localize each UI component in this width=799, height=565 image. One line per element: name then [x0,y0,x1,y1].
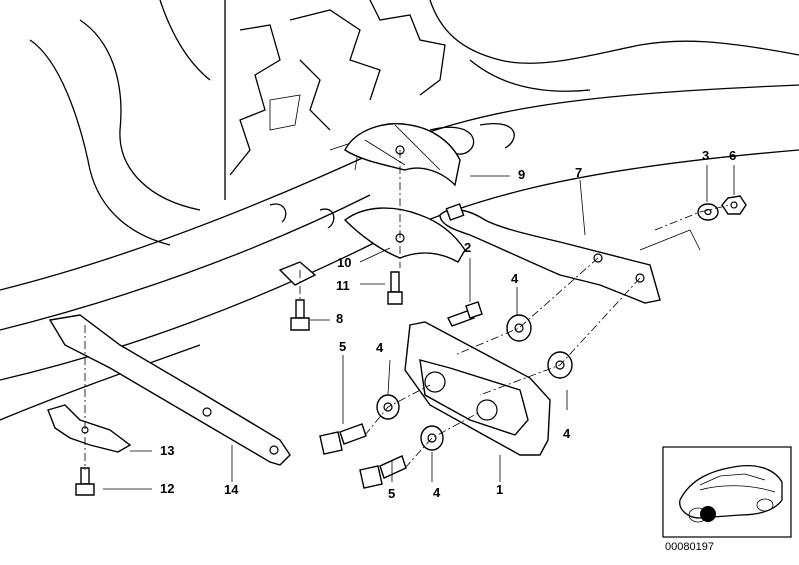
callout-3: 3 [702,148,710,163]
callout-4-b: 4 [376,340,384,355]
bolt-part-2 [447,301,483,327]
callout-4-a: 4 [511,271,519,286]
bracket-strap-part-7 [439,203,701,304]
callout-4-c: 4 [563,426,571,441]
nut-part-6 [721,195,747,215]
callout-7: 7 [575,165,583,180]
bolt-part-8 [290,299,310,331]
leader-lines [103,165,735,490]
callout-9: 9 [518,167,526,182]
callout-1: 1 [496,482,504,497]
bolt-part-11 [387,271,403,305]
bolt-part-5b [359,455,407,489]
callout-6: 6 [729,148,737,163]
callout-10: 10 [337,255,352,270]
callout-12: 12 [160,481,175,496]
callout-4-d: 4 [433,485,441,500]
callout-8: 8 [336,311,344,326]
pipe-hanger-bracket [278,261,317,286]
callout-5-a: 5 [339,339,347,354]
screw-part-12 [75,467,95,496]
mount-plate-part-1 [404,321,551,456]
strap-part-14 [48,314,291,466]
car-location-thumbnail [662,446,792,538]
callout-5-b: 5 [388,486,396,501]
bolt-part-5a [319,423,367,455]
transmission-housing [29,0,799,246]
callout-2: 2 [464,240,472,255]
bushing-part-4a [506,314,532,342]
assembly-axis-lines [84,150,731,470]
callout-11: 11 [336,278,350,293]
callout-13: 13 [160,443,175,458]
clip-part-13 [47,404,132,453]
upper-clamp-part-9 [344,123,461,187]
callout-14: 14 [224,482,239,497]
diagram-reference-number: 00080197 [665,541,714,553]
washer-part-3 [697,203,719,221]
